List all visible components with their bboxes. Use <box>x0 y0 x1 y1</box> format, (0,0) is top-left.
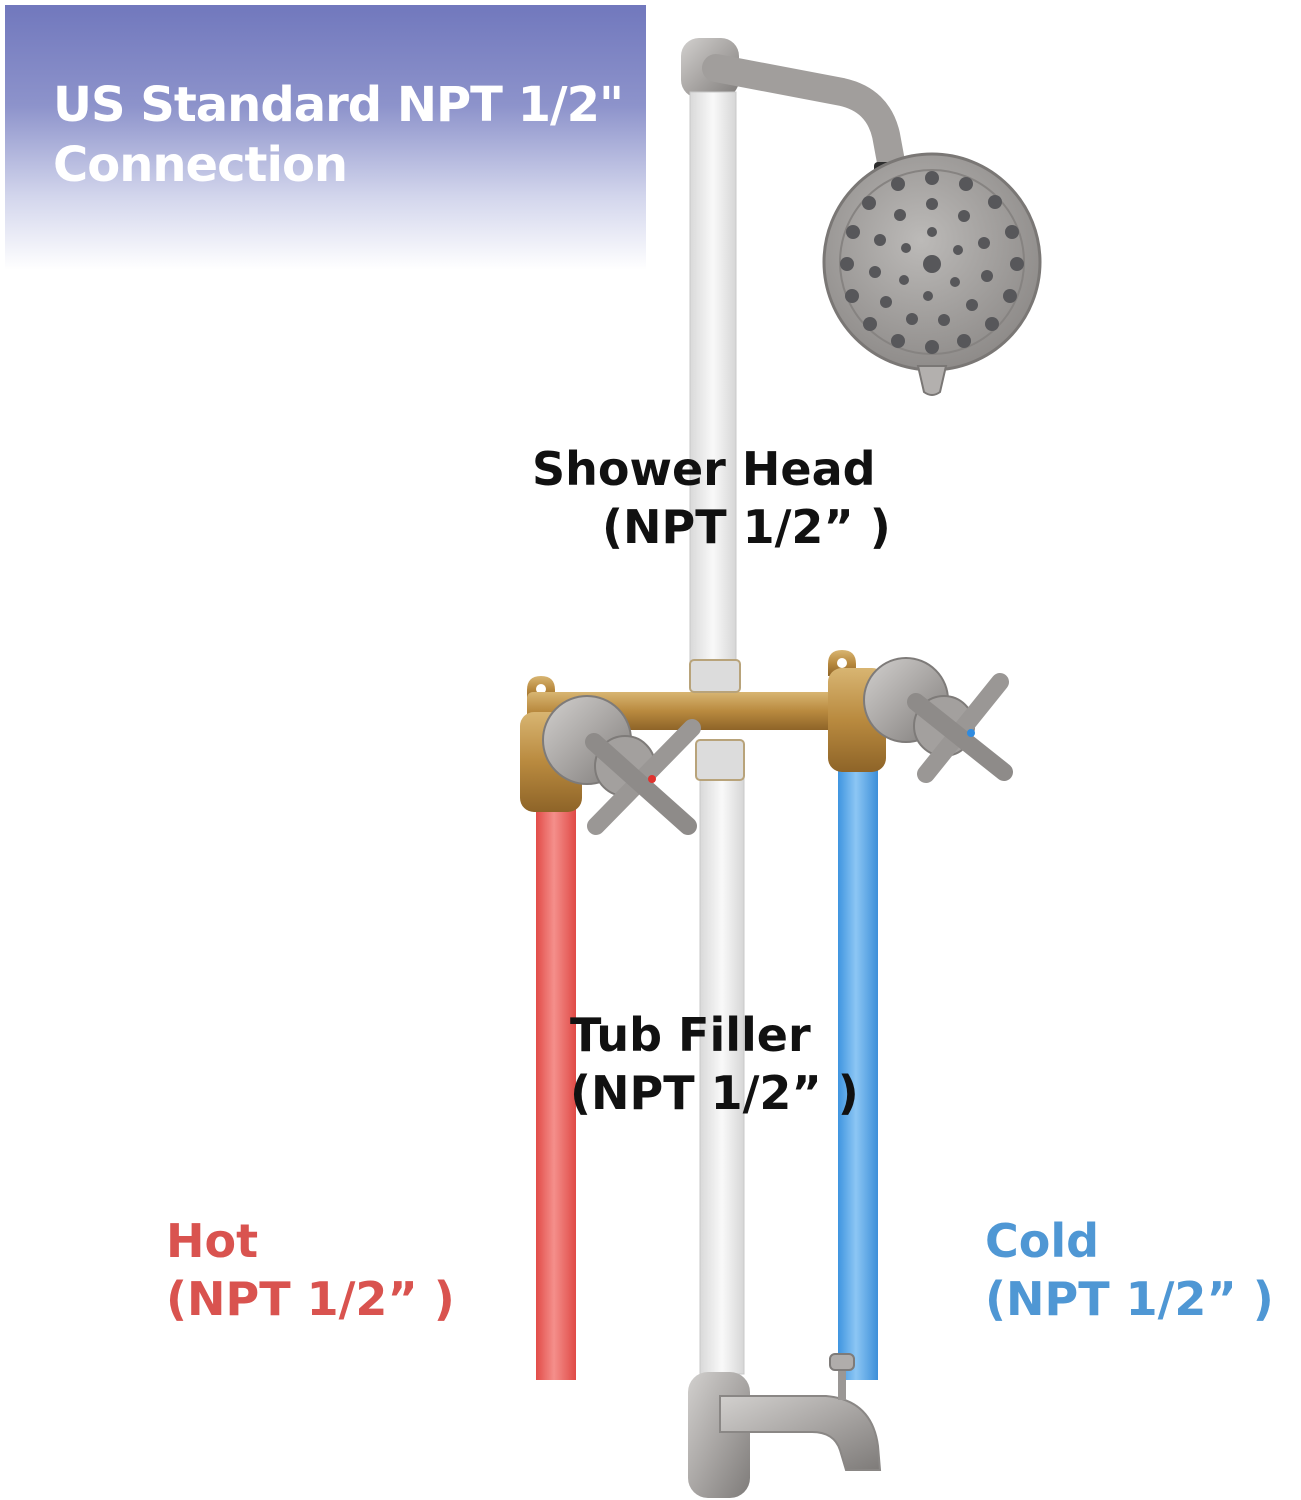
tub-filler-pipe <box>699 777 745 1375</box>
cold-name: Cold <box>985 1214 1100 1268</box>
hot-name: Hot <box>166 1214 259 1268</box>
cold-handle-icon <box>863 657 1013 783</box>
title-banner: US Standard NPT 1/2" Connection <box>5 5 646 270</box>
hot-supply-pipe <box>536 806 576 1380</box>
banner-title-line2: Connection <box>53 137 348 193</box>
banner-title: US Standard NPT 1/2" Connection <box>53 75 624 195</box>
cold-supply-pipe <box>838 758 878 1380</box>
shower-head-spec: (NPT 1/2” ) <box>602 500 891 554</box>
tub-filler-name: Tub Filler <box>570 1008 811 1062</box>
tub-filler-spec: (NPT 1/2” ) <box>570 1066 859 1120</box>
shower-riser-pipe <box>689 91 737 663</box>
cold-spec: (NPT 1/2” ) <box>985 1272 1274 1326</box>
hot-spec: (NPT 1/2” ) <box>166 1272 455 1326</box>
cold-label: Cold (NPT 1/2” ) <box>985 1212 1274 1328</box>
banner-title-line1: US Standard NPT 1/2" <box>53 77 624 133</box>
hot-handle-icon <box>542 695 701 835</box>
shower-head-icon <box>822 152 1042 396</box>
tub-spout-icon <box>688 1353 882 1498</box>
shower-head-label: Shower Head (NPT 1/2” ) <box>532 440 891 556</box>
shower-head-name: Shower Head <box>532 442 876 496</box>
hot-label: Hot (NPT 1/2” ) <box>166 1212 455 1328</box>
tub-filler-label: Tub Filler (NPT 1/2” ) <box>570 1006 859 1122</box>
